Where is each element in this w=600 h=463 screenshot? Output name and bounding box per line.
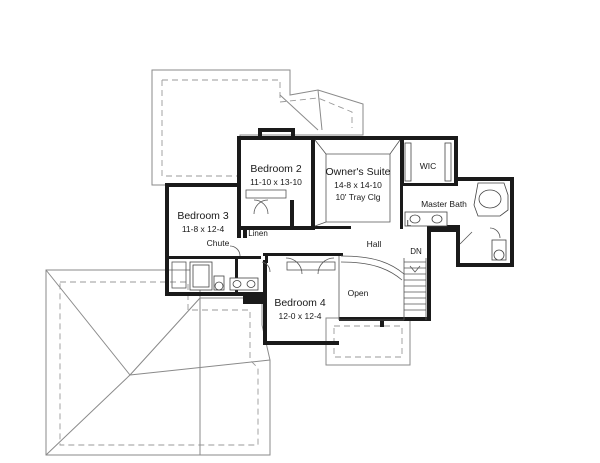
interior-walls (169, 183, 460, 292)
master-bath-fixtures (404, 182, 509, 261)
stair-down-marker: DN (410, 247, 422, 256)
bedroom-3-dims: 11-8 x 12-4 (182, 224, 225, 234)
linen-name: Linen (248, 229, 268, 238)
bedroom-3-name: Bedroom 3 (177, 210, 229, 222)
exterior-walls (165, 128, 514, 345)
master-bath-name: Master Bath (421, 199, 467, 209)
chute-name: Chute (207, 238, 230, 248)
staircase (340, 255, 427, 320)
bedroom-2-name: Bedroom 2 (250, 163, 302, 175)
hall-bath-fixtures (189, 261, 259, 291)
roof-outline-bottom-left (45, 269, 271, 456)
owners-suite-name: Owner's Suite (325, 166, 390, 178)
wic-shelves (404, 142, 452, 182)
bedroom-2-dims: 11-10 x 13-10 (250, 177, 302, 187)
owners-suite-note: 10' Tray Clg (335, 192, 380, 202)
wic-name: WIC (420, 161, 437, 171)
doors (229, 199, 501, 275)
closets (171, 189, 336, 289)
bedroom-4-dims: 12-0 x 12-4 (279, 311, 322, 321)
open-to-below-rail (338, 256, 404, 321)
hall-name: Hall (367, 239, 382, 249)
linen-closet-marker: L (407, 219, 412, 228)
bedroom-4-name: Bedroom 4 (274, 297, 326, 309)
open-name: Open (348, 288, 369, 298)
owners-suite-dims: 14-8 x 14-10 (334, 180, 382, 190)
tray-ceiling-outline (314, 139, 401, 227)
